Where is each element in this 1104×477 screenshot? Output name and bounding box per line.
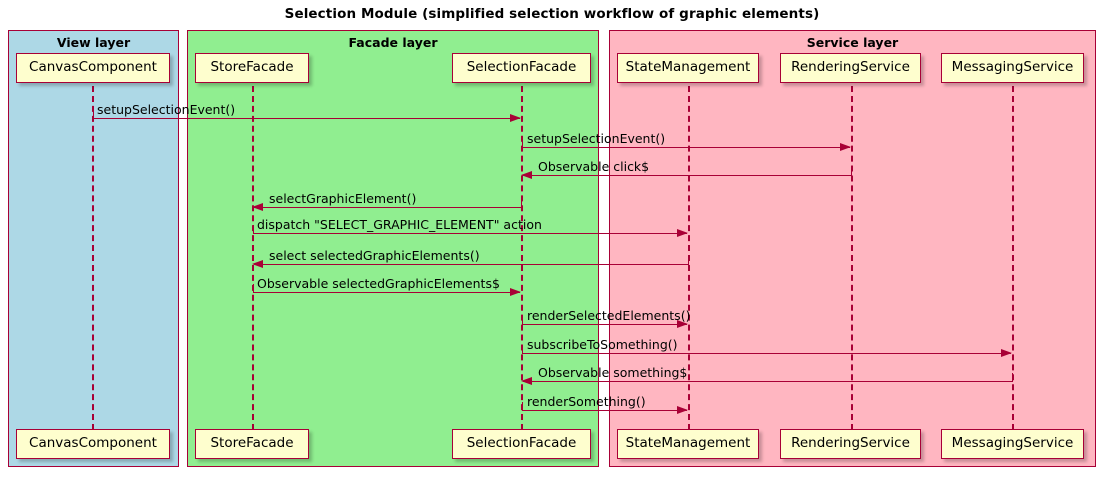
participant-state-management-top[interactable]: StateManagement xyxy=(617,53,759,83)
message-2-line xyxy=(522,147,850,148)
message-9-arrowhead xyxy=(1001,349,1012,357)
message-5-label: dispatch "SELECT_GRAPHIC_ELEMENT" action xyxy=(257,217,542,232)
message-2-stub xyxy=(522,139,523,148)
message-10-label: Observable something$ xyxy=(538,365,688,380)
message-6-arrowhead xyxy=(252,260,263,268)
message-10-stub xyxy=(1012,373,1013,382)
message-11-arrowhead xyxy=(677,406,688,414)
message-6-line xyxy=(254,264,689,265)
lifeline-selection-facade xyxy=(521,86,523,430)
layer-title-service: Service layer xyxy=(806,35,899,50)
participant-store-facade-bottom[interactable]: StoreFacade xyxy=(195,429,309,459)
participant-selection-facade-top[interactable]: SelectionFacade xyxy=(452,53,591,83)
lifeline-state-management xyxy=(688,86,690,430)
layer-title-facade: Facade layer xyxy=(348,35,438,50)
message-2-label: setupSelectionEvent() xyxy=(527,131,666,146)
message-1-line xyxy=(93,118,520,119)
layer-title-view: View layer xyxy=(56,35,131,50)
participant-rendering-service-bottom[interactable]: RenderingService xyxy=(780,429,921,459)
participant-store-facade-top[interactable]: StoreFacade xyxy=(195,53,309,83)
message-11-line xyxy=(522,410,687,411)
lifeline-rendering-service xyxy=(851,86,853,430)
lifeline-canvas-component xyxy=(92,86,94,430)
message-9-line xyxy=(522,353,1011,354)
message-6-stub xyxy=(688,256,689,265)
participant-state-management-bottom[interactable]: StateManagement xyxy=(617,429,759,459)
participant-canvas-component-bottom[interactable]: CanvasComponent xyxy=(16,429,170,459)
message-8-label: renderSelectedElements() xyxy=(527,308,691,323)
message-6-label: select selectedGraphicElements() xyxy=(269,248,480,263)
participant-messaging-service-top[interactable]: MessagingService xyxy=(941,53,1084,83)
participant-canvas-component-top[interactable]: CanvasComponent xyxy=(16,53,170,83)
message-7-arrowhead xyxy=(510,288,521,296)
message-3-line xyxy=(523,175,852,176)
message-3-arrowhead xyxy=(521,171,532,179)
message-3-stub xyxy=(851,167,852,176)
participant-messaging-service-bottom[interactable]: MessagingService xyxy=(941,429,1084,459)
participant-selection-facade-bottom[interactable]: SelectionFacade xyxy=(452,429,591,459)
message-4-label: selectGraphicElement() xyxy=(269,191,417,206)
message-9-stub xyxy=(522,345,523,354)
lifeline-messaging-service xyxy=(1012,86,1014,430)
message-8-arrowhead xyxy=(677,320,688,328)
message-2-arrowhead xyxy=(840,143,851,151)
message-4-line xyxy=(254,207,522,208)
message-7-label: Observable selectedGraphicElements$ xyxy=(257,276,500,291)
message-7-line xyxy=(253,292,520,293)
message-10-arrowhead xyxy=(521,377,532,385)
message-5-arrowhead xyxy=(677,229,688,237)
message-7-stub xyxy=(253,284,254,293)
message-1-stub xyxy=(93,110,94,119)
message-8-stub xyxy=(522,316,523,325)
message-8-line xyxy=(522,324,687,325)
message-9-label: subscribeToSomething() xyxy=(527,337,678,352)
message-4-stub xyxy=(521,199,522,208)
lifeline-store-facade xyxy=(252,86,254,430)
message-5-stub xyxy=(253,225,254,234)
message-3-label: Observable click$ xyxy=(538,159,650,174)
message-4-arrowhead xyxy=(252,203,263,211)
message-5-line xyxy=(253,233,687,234)
participant-rendering-service-top[interactable]: RenderingService xyxy=(780,53,921,83)
message-11-stub xyxy=(522,402,523,411)
message-10-line xyxy=(523,381,1013,382)
message-11-label: renderSomething() xyxy=(527,394,646,409)
message-1-arrowhead xyxy=(510,114,521,122)
page-title: Selection Module (simplified selection w… xyxy=(284,6,820,22)
layer-group-facade: Facade layer xyxy=(187,30,599,467)
message-1-label: setupSelectionEvent() xyxy=(97,102,236,117)
